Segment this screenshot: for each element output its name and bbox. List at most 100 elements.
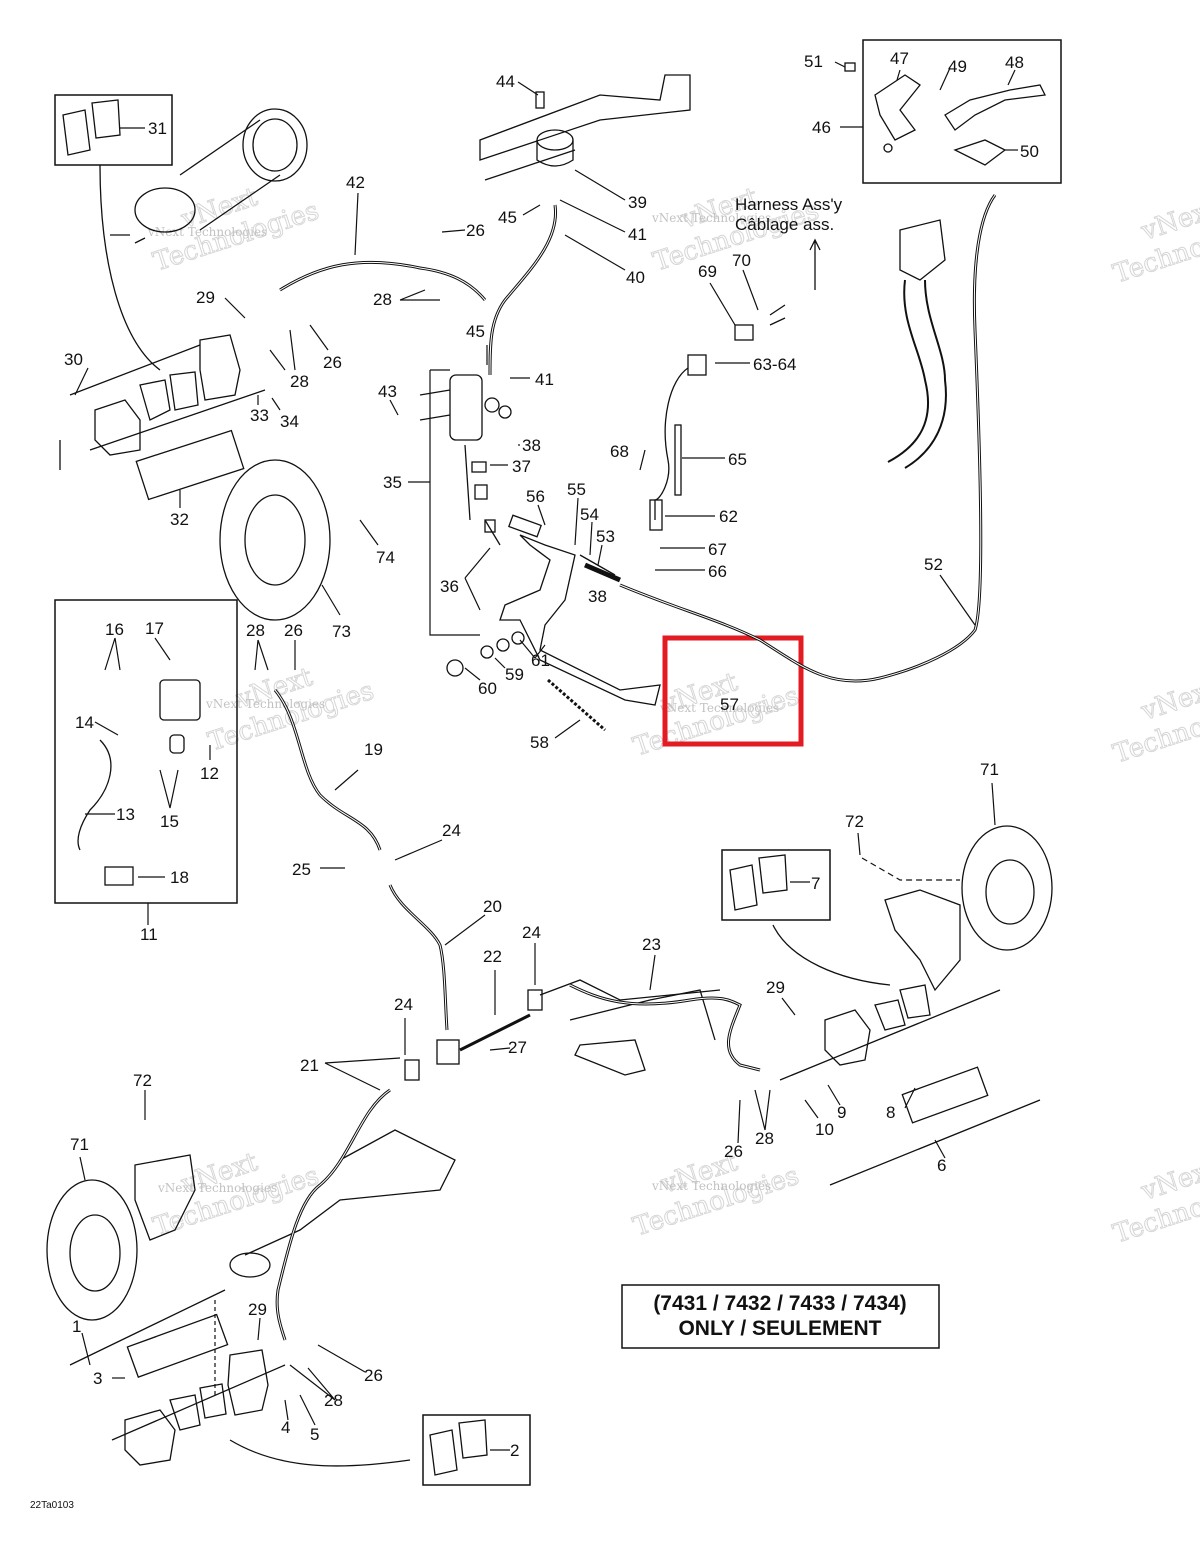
- callout-3: 3: [93, 1369, 102, 1388]
- callout-boxes: [54, 39, 1062, 1486]
- callout-43: 43: [378, 382, 397, 401]
- callout-29: 29: [196, 288, 215, 307]
- callout-45: 45: [498, 208, 517, 227]
- callout-13: 13: [116, 805, 135, 824]
- rotor-73-drawing: [219, 459, 331, 621]
- callout-11: 11: [140, 925, 158, 944]
- callout-14: 14: [75, 713, 94, 732]
- callout-22: 22: [483, 947, 502, 966]
- callout-2: 2: [510, 1441, 519, 1460]
- callout-20: 20: [483, 897, 502, 916]
- master-cylinder-box-11: [54, 599, 238, 904]
- callout-16: 16: [105, 620, 124, 639]
- callout-72: 72: [845, 812, 864, 831]
- callout-18: 18: [170, 868, 189, 887]
- callout-57: 57: [720, 695, 739, 714]
- callout-23: 23: [642, 935, 661, 954]
- callout-26: 26: [724, 1142, 743, 1161]
- callout-24: 24: [522, 923, 541, 942]
- callout-70: 70: [732, 251, 751, 270]
- callout-40: 40: [626, 268, 645, 287]
- pad-set-2-drawing: [429, 1419, 488, 1476]
- callout-26: 26: [466, 221, 485, 240]
- reservoir-drawing: [479, 74, 691, 181]
- callout-27: 27: [508, 1038, 527, 1057]
- callout-59: 59: [505, 665, 524, 684]
- callout-28: 28: [373, 290, 392, 309]
- callout-72: 72: [133, 1071, 152, 1090]
- callout-26: 26: [323, 353, 342, 372]
- callout-71: 71: [70, 1135, 89, 1154]
- callout-9: 9: [837, 1103, 846, 1122]
- front-master-cylinder-drawing: [77, 679, 201, 886]
- callout-26: 26: [284, 621, 303, 640]
- callout-71: 71: [980, 760, 999, 779]
- callout-65: 65: [728, 450, 747, 469]
- pad-box-7: [721, 849, 831, 921]
- callout-10: 10: [815, 1120, 834, 1139]
- callout-69: 69: [698, 262, 717, 281]
- callout-60: 60: [478, 679, 497, 698]
- callout-30: 30: [64, 350, 83, 369]
- callout-41: 41: [628, 225, 647, 244]
- handlebar-drawing: [887, 219, 947, 469]
- callout-63-64: 63-64: [753, 355, 796, 374]
- callout-28: 28: [246, 621, 265, 640]
- callout-29: 29: [766, 978, 785, 997]
- harness-label: Harness Ass'y: [735, 195, 843, 214]
- rotor-71-right-drawing: [884, 825, 1053, 992]
- callout-28: 28: [290, 372, 309, 391]
- leader-lines: [74, 61, 1018, 1451]
- callout-5: 5: [310, 1425, 319, 1444]
- callout-51: 51: [804, 52, 823, 71]
- callout-47: 47: [890, 49, 909, 68]
- callout-21: 21: [300, 1056, 319, 1075]
- pad-box-2: [422, 1414, 531, 1486]
- callout-1: 1: [72, 1317, 81, 1336]
- callout-49: 49: [948, 57, 967, 76]
- master-cylinder-drawing: [419, 374, 512, 546]
- model-note-box: [621, 1284, 940, 1349]
- callout-32: 32: [170, 510, 189, 529]
- callout-55: 55: [567, 480, 586, 499]
- watermark-text: vNext Technologies: [651, 211, 771, 225]
- callout-52: 52: [924, 555, 943, 574]
- callout-61: 61: [531, 651, 550, 670]
- callout-12: 12: [200, 764, 219, 783]
- callout-45: 45: [466, 322, 485, 341]
- callout-54: 54: [580, 505, 599, 524]
- callout-7: 7: [811, 874, 820, 893]
- callout-67: 67: [708, 540, 727, 559]
- pad-box-31: [54, 94, 173, 166]
- callout-33: 33: [250, 406, 269, 425]
- model-note-line1: (7431 / 7432 / 7433 / 7434): [653, 1292, 906, 1315]
- callout-6: 6: [937, 1156, 946, 1175]
- callout-48: 48: [1005, 53, 1024, 72]
- rotor-71-left-drawing: [46, 1154, 196, 1321]
- pad-set-7-drawing: [729, 854, 788, 911]
- callout-26: 26: [364, 1366, 383, 1385]
- callout-24: 24: [394, 995, 413, 1014]
- brake-pedal-drawing: [446, 514, 661, 732]
- watermark-text: vNext Technologies: [147, 225, 267, 239]
- callout-labels: 31 44 39 45 41 40 26 42 28 29 28 26 30 3…: [64, 49, 1039, 1460]
- lever-box-46: [862, 39, 1062, 184]
- callout-44: 44: [496, 72, 515, 91]
- callout-38: 38: [522, 436, 541, 455]
- callout-66: 66: [708, 562, 727, 581]
- caliper-30-drawing: [69, 334, 266, 501]
- callout-53: 53: [596, 527, 615, 546]
- harness-label-fr: Câblage ass.: [735, 215, 834, 234]
- callout-28: 28: [755, 1129, 774, 1148]
- highlight-box-57: [662, 635, 804, 747]
- callout-38: 38: [588, 587, 607, 606]
- callout-39: 39: [628, 193, 647, 212]
- callout-73: 73: [332, 622, 351, 641]
- callout-50: 50: [1020, 142, 1039, 161]
- callout-17: 17: [145, 619, 164, 638]
- callout-56: 56: [526, 487, 545, 506]
- watermark-text: vNext Technologies: [205, 697, 325, 711]
- callout-35: 35: [383, 473, 402, 492]
- pad-set-31-drawing: [62, 99, 121, 156]
